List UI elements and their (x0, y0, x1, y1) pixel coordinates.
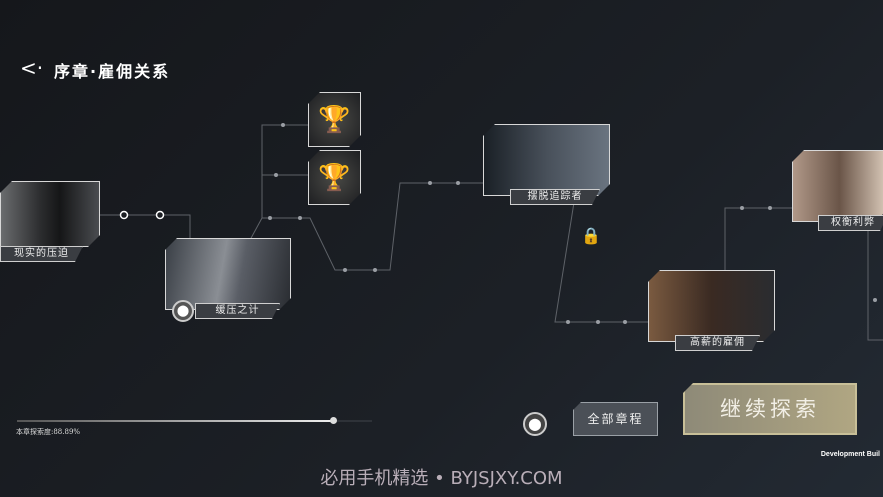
watermark: 必用手机精选 • BYJSJXY.COM (320, 468, 563, 489)
story-node-escape[interactable] (483, 124, 610, 196)
continue-explore-button[interactable]: 继续探索 (683, 383, 857, 435)
lock-icon: 🔒 (581, 226, 601, 245)
progress-knob (329, 417, 337, 424)
trophy-node[interactable]: 🏆 (308, 92, 361, 147)
story-node-reality[interactable] (0, 181, 100, 247)
trophy-icon: 🏆 (318, 104, 351, 135)
page-title: 序章·雇佣关系 (54, 62, 171, 81)
progress-text: 本章探索度:88.89% (16, 428, 81, 436)
node-label: 高薪的雇佣 (675, 335, 760, 351)
trophy-icon: 🏆 (318, 162, 351, 193)
story-node-hire[interactable] (648, 270, 775, 342)
dev-build-text: Development Buil (820, 451, 880, 458)
story-node-relief[interactable] (165, 238, 291, 310)
node-label: 现实的压迫 (0, 246, 83, 262)
trophy-node[interactable]: 🏆 (308, 150, 361, 205)
back-arrow-icon[interactable]: <· (20, 56, 44, 80)
story-node-weigh[interactable] (792, 150, 883, 222)
location-pin-button[interactable]: ⬤ (523, 412, 547, 436)
node-label: 权衡利弊 (818, 215, 883, 231)
node-label: 缓压之计 (195, 303, 280, 319)
node-label: 摆脱追踪者 (510, 189, 600, 205)
progress-fill (17, 420, 333, 422)
location-pin-icon: ⬤ (172, 300, 194, 322)
all-chapters-button[interactable]: 全部章程 (573, 402, 658, 436)
